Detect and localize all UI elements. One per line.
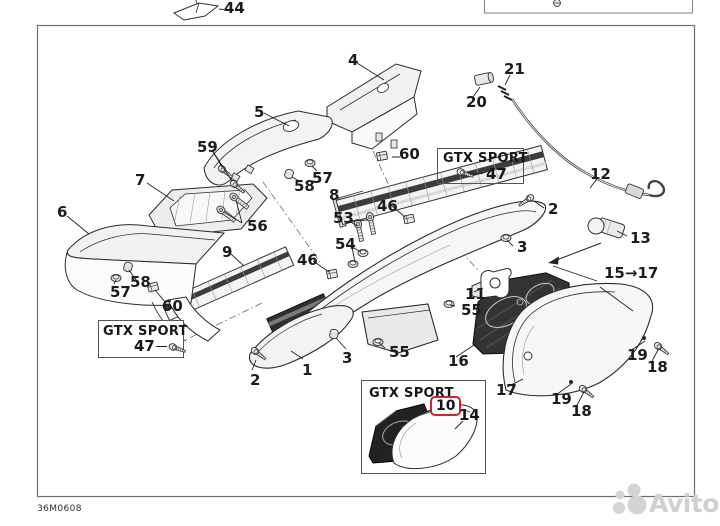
diagram-frame <box>36 0 696 498</box>
callout-3-right: 3 <box>517 238 528 256</box>
part-11-bracket <box>471 268 512 299</box>
gtx-mid-box <box>437 148 524 184</box>
callout-17: 17 <box>496 381 517 399</box>
part-8-rail <box>332 144 549 228</box>
callout-53: 53 <box>333 209 354 227</box>
callout-1: 1 <box>302 361 313 379</box>
gtx-left-part-47: 47 <box>134 337 155 355</box>
callout-19-right: 19 <box>627 346 648 364</box>
callout-7: 7 <box>135 171 146 189</box>
part-21-pins <box>497 85 513 101</box>
callout-20: 20 <box>466 93 487 111</box>
part-12-cable <box>510 98 666 199</box>
callout-3-bottom: 3 <box>342 349 353 367</box>
callout-18-right: 18 <box>647 358 668 376</box>
gtx-left-box <box>98 320 184 358</box>
avito-watermark-text: Avito <box>649 489 719 518</box>
callout-19-lower: 19 <box>551 390 572 408</box>
callout-18-lower: 18 <box>571 402 592 420</box>
callout-55-lower: 55 <box>389 343 410 361</box>
gtx-mid-part-47: 47 <box>486 165 507 183</box>
gtx-bottom-box <box>361 380 486 474</box>
callout-56: 56 <box>247 217 268 235</box>
group-15-17-lines <box>552 265 634 312</box>
callout-59: 59 <box>197 138 218 156</box>
gtx-bottom-part-14: 14 <box>459 406 480 424</box>
callout-58-left: 58 <box>130 273 151 291</box>
callout-2-bottom: 2 <box>250 371 261 389</box>
callout-5: 5 <box>254 103 265 121</box>
callout-60-left: 60 <box>162 297 183 315</box>
callout-55-upper: 55 <box>461 301 482 319</box>
part-17-shell <box>502 282 654 397</box>
callout-6: 6 <box>57 203 68 221</box>
callout-46-lower: 46 <box>297 251 318 269</box>
callout-58-top: 58 <box>294 177 315 195</box>
callout-2-right: 2 <box>548 200 559 218</box>
callout-11: 11 <box>465 285 486 303</box>
callout-15-17: 15→17 <box>604 264 659 282</box>
gtx-left-title: GTX SPORT <box>103 324 188 339</box>
part-9-rail <box>160 246 295 322</box>
callout-9: 9 <box>222 243 233 261</box>
callout-4: 4 <box>348 51 359 69</box>
part-5-bracket <box>203 110 333 186</box>
callout-13: 13 <box>630 229 651 247</box>
part-13-bulb <box>587 217 626 239</box>
callout-57-left: 57 <box>110 283 131 301</box>
part-20-connector <box>474 71 494 86</box>
avito-logo <box>613 483 647 515</box>
part-44-trim <box>172 0 220 21</box>
highlighted-part-10: 10 <box>430 396 462 417</box>
gtx-mid-title: GTX SPORT <box>443 151 528 166</box>
callout-60-top: 60 <box>399 145 420 163</box>
catalog-code: 36M0608 <box>37 504 82 514</box>
part-14-cover <box>391 404 478 470</box>
part-4-duct <box>326 63 422 150</box>
callout-46-upper: 46 <box>377 197 398 215</box>
callout-8: 8 <box>329 186 340 204</box>
callout-12: 12 <box>590 165 611 183</box>
callout-16: 16 <box>448 352 469 370</box>
callout-54: 54 <box>335 235 356 253</box>
callout-21: 21 <box>504 60 525 78</box>
callout-44: 44 <box>224 0 245 17</box>
leader-lines <box>66 8 659 408</box>
fasteners <box>110 150 671 400</box>
callout-57-top: 57 <box>312 169 333 187</box>
pointer-arrow <box>548 242 602 265</box>
part-6-bin <box>64 224 226 342</box>
